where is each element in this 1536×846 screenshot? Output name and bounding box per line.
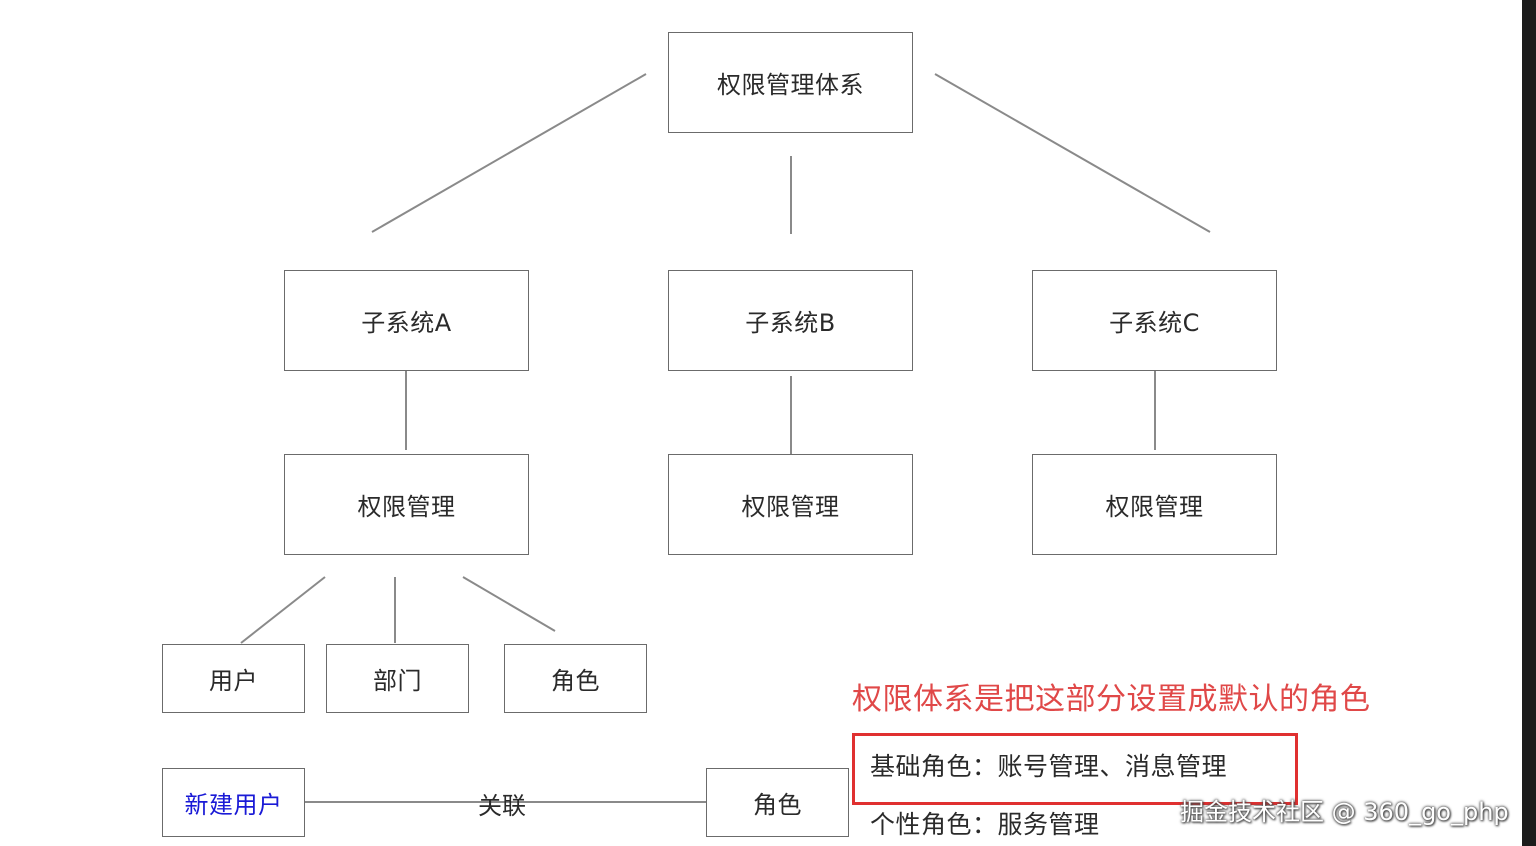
connector-permission-to-user <box>240 576 326 644</box>
subsystem-b-node: 子系统B <box>668 270 913 371</box>
connector-root-to-subsystem-a <box>371 73 647 233</box>
department-node: 部门 <box>326 644 469 713</box>
subsystem-c-permission-node: 权限管理 <box>1032 454 1277 555</box>
personal-role-text: 个性角色：服务管理 <box>870 810 1100 839</box>
root-node: 权限管理体系 <box>668 32 913 133</box>
default-role-note: 权限体系是把这部分设置成默认的角色 <box>852 682 1371 717</box>
connector-root-to-subsystem-c <box>934 73 1211 233</box>
role-node: 角色 <box>504 644 647 713</box>
subsystem-b-permission-node: 权限管理 <box>668 454 913 555</box>
subsystem-c-node: 子系统C <box>1032 270 1277 371</box>
new-user-node: 新建用户 <box>162 768 305 837</box>
user-node: 用户 <box>162 644 305 713</box>
connector-permission-to-role <box>462 576 556 632</box>
subsystem-a-node: 子系统A <box>284 270 529 371</box>
subsystem-a-permission-node: 权限管理 <box>284 454 529 555</box>
right-edge-bar <box>1522 0 1536 846</box>
linked-role-node: 角色 <box>706 768 849 837</box>
basic-role-highlight-box <box>852 733 1298 805</box>
watermark: 掘金技术社区 @ 360_go_php <box>1180 798 1509 826</box>
relation-label: 关联 <box>478 792 526 820</box>
basic-role-text: 基础角色：账号管理、消息管理 <box>870 752 1228 781</box>
